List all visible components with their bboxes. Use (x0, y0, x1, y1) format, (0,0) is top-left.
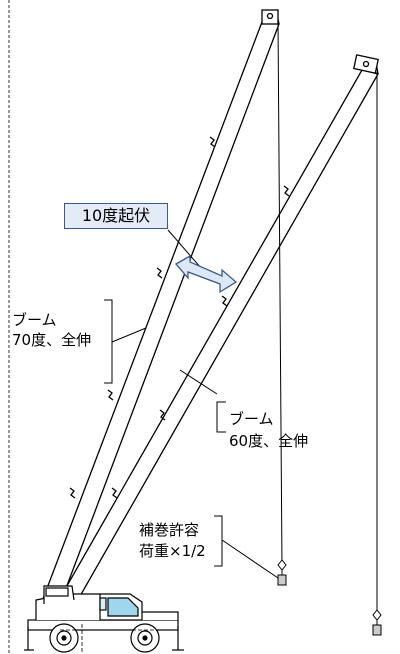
luffing-callout-label: 10度起伏 (64, 203, 168, 229)
crane-vehicle (24, 585, 184, 654)
hook-block-70 (277, 559, 287, 586)
load-note-line2: 荷重×1/2 (139, 542, 206, 560)
boom-70-label-line2: 70度、全伸 (12, 331, 92, 349)
leader-boom-70 (111, 327, 147, 343)
boom-60-label-line2: 60度、全伸 (229, 432, 309, 450)
boom-60-label-line1: ブーム (229, 410, 274, 428)
leader-boom-60 (179, 369, 218, 395)
load-note-line1: 補巻許容 (139, 521, 200, 539)
bracket-boom-70 (104, 299, 113, 384)
bracket-load (214, 515, 223, 567)
hook-block-60 (372, 609, 382, 636)
hoist-rope-70 (277, 21, 283, 567)
boom-60-degrees (50, 54, 379, 613)
luffing-arrow (167, 229, 238, 294)
boom-70-label-line1: ブーム (12, 311, 57, 329)
leader-load (221, 539, 279, 579)
bracket-boom-60 (216, 401, 226, 433)
